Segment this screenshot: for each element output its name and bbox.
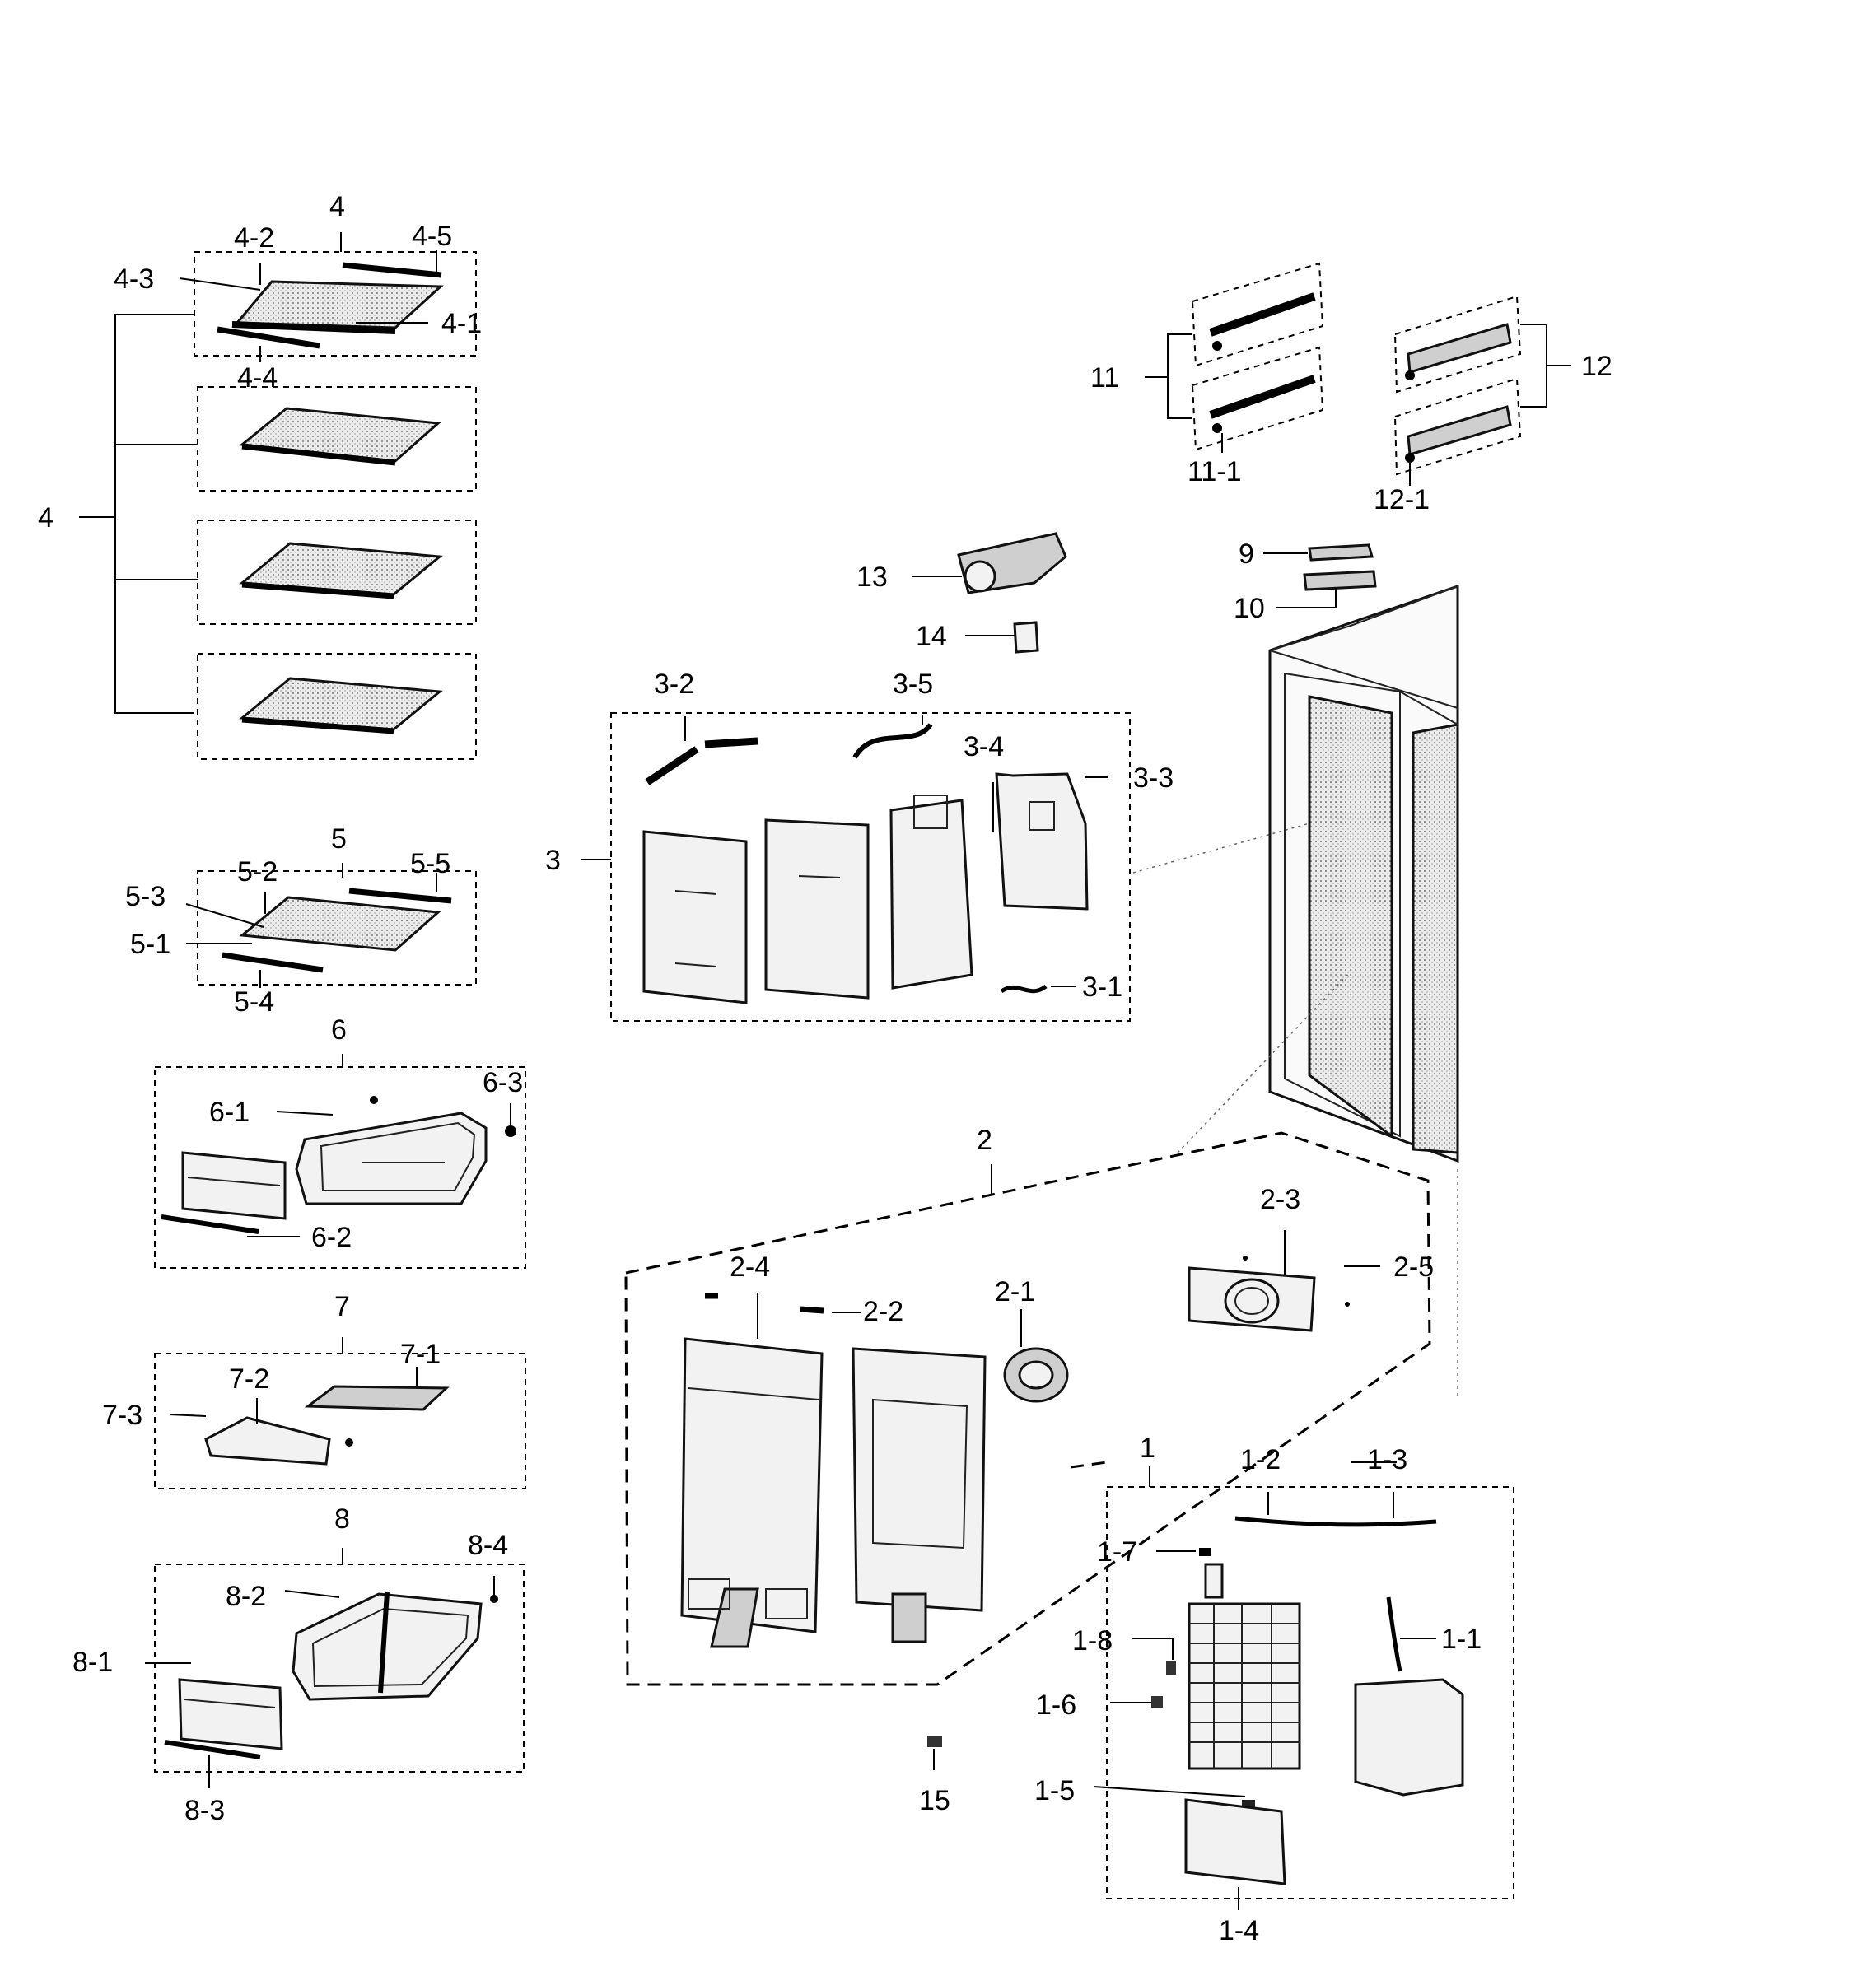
cover-panel-d [995, 772, 1089, 911]
drawer-bin-6 [295, 1112, 488, 1205]
glass-shelf-5-1 [239, 896, 441, 952]
parts-13-14-9-10 [912, 532, 1377, 654]
label-1-1: 1-1 [1441, 1624, 1482, 1655]
cover-group-3 [581, 712, 1131, 1022]
label-4-group: 4 [38, 502, 54, 534]
glass-shelf [239, 407, 441, 463]
label-3: 3 [545, 845, 561, 876]
shelf-group-4 [79, 232, 477, 760]
label-10: 10 [1234, 593, 1265, 624]
label-7-2: 7-2 [229, 1363, 269, 1395]
cover-panel-a [642, 830, 748, 1004]
label-4-1: 4-1 [441, 308, 482, 339]
drawer-front-6 [181, 1151, 287, 1220]
refrigerator-cabinet [1132, 584, 1459, 1400]
label-1-7: 1-7 [1097, 1536, 1137, 1568]
label-4: 4 [329, 191, 345, 222]
label-5-5: 5-5 [410, 848, 450, 879]
hinge-cover-12-b [1407, 405, 1512, 456]
label-11: 11 [1090, 362, 1119, 394]
label-3-2: 3-2 [654, 669, 694, 700]
label-13: 13 [856, 562, 888, 593]
label-1-4: 1-4 [1219, 1915, 1259, 1946]
label-6: 6 [331, 1014, 347, 1046]
label-3-1: 3-1 [1082, 972, 1122, 1003]
label-4-2: 4-2 [234, 222, 274, 254]
label-8: 8 [334, 1503, 350, 1535]
evaporator-panel [852, 1347, 987, 1612]
label-3-4: 3-4 [964, 731, 1004, 762]
label-2: 2 [977, 1125, 992, 1156]
label-3-5: 3-5 [893, 669, 933, 700]
label-5: 5 [331, 823, 347, 855]
label-8-3: 8-3 [184, 1795, 225, 1826]
label-7: 7 [334, 1291, 350, 1322]
tray-group-7 [154, 1337, 526, 1489]
label-2-1: 2-1 [995, 1276, 1035, 1307]
label-1-5: 1-5 [1034, 1775, 1075, 1806]
drawer-group-6 [154, 1054, 526, 1269]
drawer-bin-8 [292, 1592, 483, 1701]
label-4-5: 4-5 [412, 221, 452, 252]
label-4-3: 4-3 [114, 263, 154, 295]
label-1: 1 [1140, 1433, 1155, 1464]
shelf-group-5 [185, 863, 477, 988]
side-cover-1 [1354, 1678, 1464, 1797]
label-3-3: 3-3 [1133, 762, 1174, 794]
label-14: 14 [916, 621, 947, 652]
label-1-3: 1-3 [1367, 1444, 1407, 1475]
label-2-4: 2-4 [730, 1251, 770, 1283]
label-5-3: 5-3 [125, 881, 166, 912]
cover-panel-b [764, 818, 870, 1000]
label-7-1: 7-1 [400, 1339, 441, 1370]
label-5-2: 5-2 [237, 856, 278, 888]
label-5-4: 5-4 [234, 986, 274, 1018]
cover-7-2 [204, 1416, 331, 1466]
cover-panel-c [889, 799, 973, 990]
drawer-group-8 [145, 1548, 525, 1788]
label-8-2: 8-2 [226, 1581, 266, 1612]
label-7-3: 7-3 [102, 1400, 142, 1431]
label-4-4: 4-4 [237, 362, 278, 394]
label-1-6: 1-6 [1036, 1689, 1076, 1721]
label-12-1: 12-1 [1374, 484, 1430, 515]
evaporator-group-1 [927, 1461, 1514, 1910]
label-9: 9 [1239, 538, 1254, 570]
label-2-2: 2-2 [863, 1296, 903, 1327]
label-11-1: 11-1 [1188, 456, 1242, 487]
label-8-1: 8-1 [72, 1647, 113, 1678]
label-6-2: 6-2 [311, 1222, 352, 1253]
label-2-3: 2-3 [1260, 1184, 1300, 1215]
part-14 [1013, 621, 1039, 654]
label-6-3: 6-3 [483, 1067, 523, 1098]
evaporator-cover-group-2 [624, 1131, 1431, 1686]
cover-2-4 [680, 1337, 824, 1633]
label-12: 12 [1581, 351, 1612, 382]
part-9 [1308, 543, 1374, 562]
tray-7-1 [304, 1385, 450, 1411]
drain-pan-1-4 [1184, 1798, 1286, 1885]
evaporator-coil [1188, 1602, 1301, 1770]
label-1-8: 1-8 [1072, 1625, 1113, 1657]
label-6-1: 6-1 [209, 1097, 250, 1128]
label-2-5: 2-5 [1393, 1251, 1434, 1283]
label-8-4: 8-4 [468, 1530, 508, 1561]
label-1-2: 1-2 [1240, 1444, 1281, 1475]
drawer-front-8 [178, 1678, 283, 1750]
glass-shelf-4-1 [234, 280, 444, 329]
label-15: 15 [919, 1785, 950, 1816]
label-5-1: 5-1 [130, 929, 170, 960]
hinge-cover-12 [1407, 323, 1512, 374]
part-10 [1303, 570, 1377, 591]
hinge-groups-11-12 [1145, 262, 1571, 486]
